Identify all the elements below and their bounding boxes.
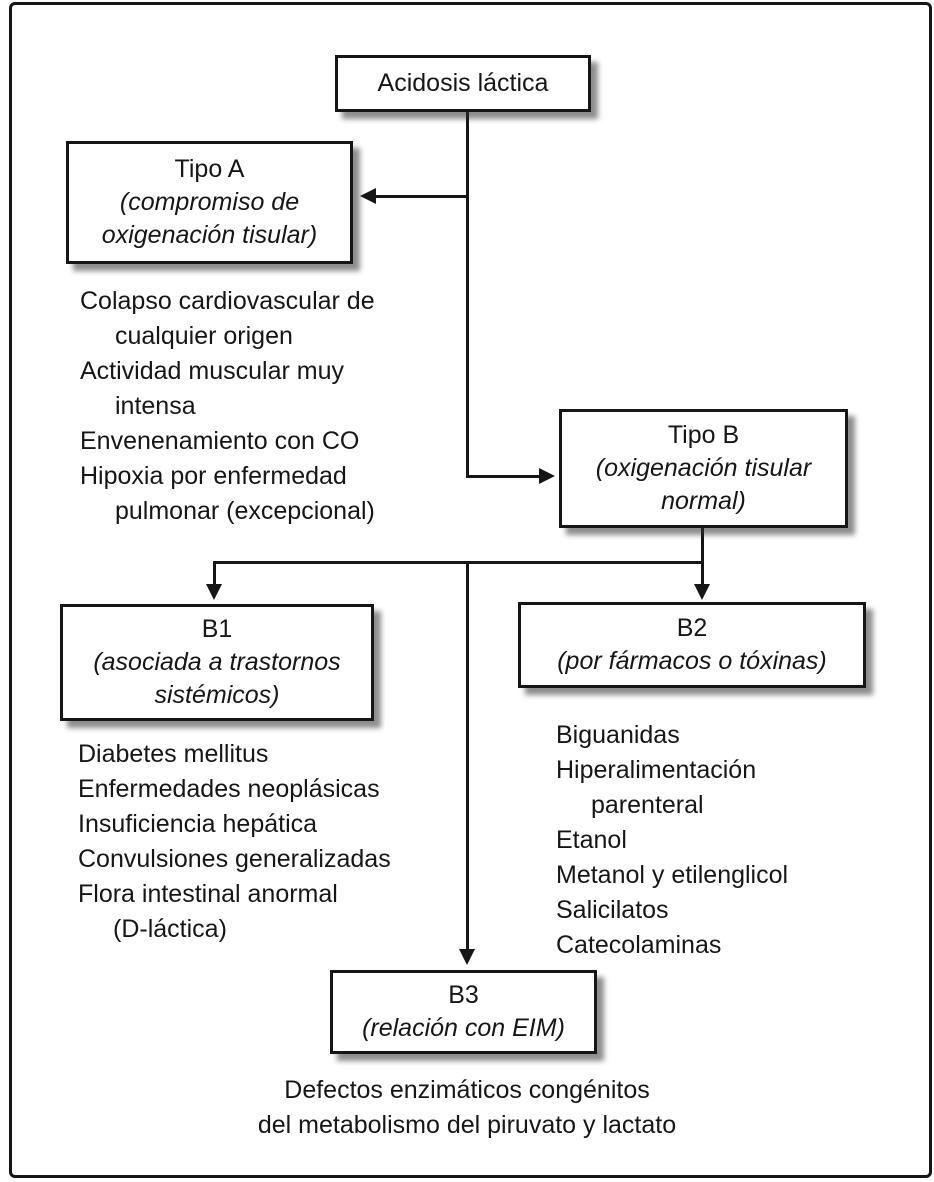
node-tipo-b: Tipo B (oxigenación tisular normal)	[559, 409, 848, 528]
arrowhead-down-icon	[459, 949, 475, 965]
list-line: Flora intestinal anormal	[78, 880, 338, 908]
list-line: intensa	[115, 392, 196, 420]
arrowhead-left-icon	[360, 188, 376, 204]
list-line: Diabetes mellitus	[78, 740, 269, 768]
connector-tipo-b-horizontal	[466, 475, 539, 478]
list-line: cualquier origen	[115, 322, 293, 350]
node-subtitle: (asociada a trastornos sistémicos)	[93, 648, 341, 709]
node-b3: B3 (relación con EIM)	[330, 970, 597, 1054]
node-subtitle: (oxigenación tisular normal)	[595, 454, 812, 515]
list-line: (D-láctica)	[113, 915, 227, 943]
connector-branch-horizontal	[213, 561, 704, 564]
connector-b2-drop	[701, 561, 704, 585]
list-line: Convulsiones generalizadas	[78, 845, 391, 873]
list-line: pulmonar (excepcional)	[115, 497, 375, 525]
node-title: Acidosis láctica	[377, 69, 549, 97]
connector-b3-drop	[466, 561, 469, 951]
list-line: Actividad muscular muy	[80, 357, 344, 385]
list-line: Salicilatos	[556, 896, 669, 924]
list-line: Hiperalimentación	[556, 756, 757, 784]
list-line: Enfermedades neoplásicas	[78, 775, 380, 803]
node-title: Tipo B	[667, 421, 740, 449]
node-acidosis-lactica: Acidosis láctica	[335, 55, 591, 112]
list-line: Catecolaminas	[556, 931, 722, 959]
list-line: Hipoxia por enfermedad	[80, 462, 347, 490]
node-b1: B1 (asociada a trastornos sistémicos)	[60, 604, 374, 721]
list-line: Colapso cardiovascular de	[80, 287, 375, 315]
caption-line: Defectos enzimáticos congénitos	[284, 1076, 650, 1104]
node-tipo-a: Tipo A (compromiso de oxigenación tisula…	[66, 141, 353, 264]
b1-causes-list: Diabetes mellitus Enfermedades neoplásic…	[78, 737, 391, 947]
caption-line: del metabolismo del piruvato y lactato	[257, 1111, 677, 1139]
node-title: B2	[676, 614, 708, 642]
node-title: Tipo A	[174, 155, 245, 183]
arrowhead-right-icon	[539, 468, 555, 484]
list-line: Etanol	[556, 826, 627, 854]
connector-tipo-b-drop	[701, 526, 704, 564]
list-line: Insuficiencia hepática	[78, 810, 318, 838]
list-line: parenteral	[591, 791, 704, 819]
arrowhead-down-icon	[206, 584, 222, 600]
list-line: Envenenamiento con CO	[80, 427, 360, 455]
list-line: Biguanidas	[556, 721, 680, 749]
node-b2: B2 (por fármacos o tóxinas)	[518, 602, 866, 688]
connector-tipo-a-horizontal	[376, 195, 469, 198]
b2-causes-list: Biguanidas Hiperalimentación parenteral …	[556, 718, 788, 963]
b3-caption: Defectos enzimáticos congénitos del meta…	[117, 1073, 817, 1143]
node-subtitle: (compromiso de oxigenación tisular)	[101, 188, 318, 249]
tipo-a-causes-list: Colapso cardiovascular de cualquier orig…	[80, 284, 375, 529]
arrowhead-down-icon	[694, 584, 710, 600]
connector-root-vertical	[466, 110, 469, 478]
list-line: Metanol y etilenglicol	[556, 861, 789, 889]
node-subtitle: (por fármacos o tóxinas)	[557, 647, 827, 675]
node-title: B3	[448, 981, 479, 1009]
node-subtitle: (relación con EIM)	[362, 1014, 565, 1042]
connector-b1-drop	[213, 561, 216, 585]
node-title: B1	[201, 615, 233, 643]
